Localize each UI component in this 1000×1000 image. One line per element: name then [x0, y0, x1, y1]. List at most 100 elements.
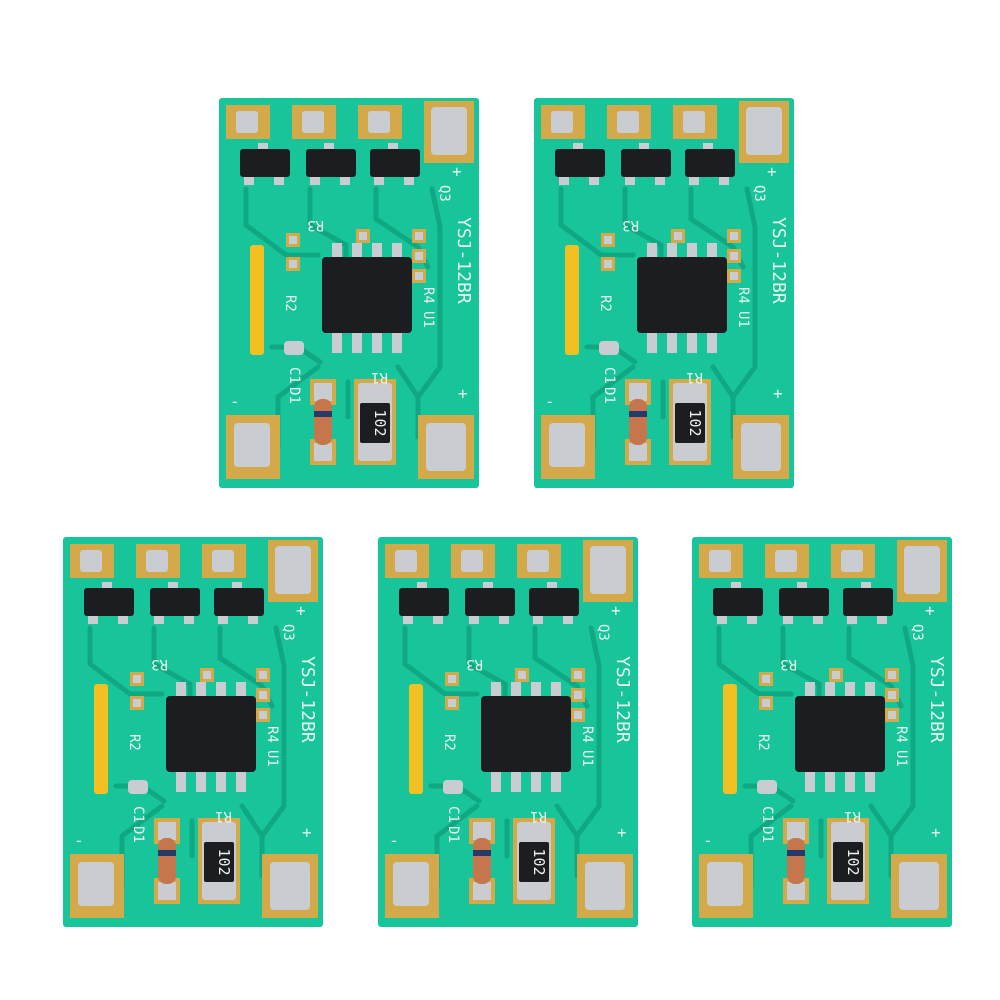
- r4-label: R4: [579, 726, 595, 743]
- r3-label: R3: [780, 656, 797, 672]
- diode: [625, 379, 651, 465]
- pcb-drawing: 102 YSJ-12BR Q3 R3 R2 R4 U1 R1 D1 C1 + +…: [692, 537, 952, 927]
- plus-top-label: +: [925, 601, 935, 620]
- plus-bottom-label: +: [617, 823, 627, 842]
- plus-top-label: +: [452, 162, 462, 181]
- r1-label: R1: [371, 369, 388, 385]
- diode: [154, 818, 180, 904]
- minus-label: -: [74, 831, 84, 850]
- resistor-marking: 102: [215, 848, 233, 875]
- capacitor: [128, 780, 148, 794]
- plus-top-label: +: [611, 601, 621, 620]
- capacitor: [757, 780, 777, 794]
- pcb-drawing: 102 YSJ-12BR Q3 R3 R2 R4 U1 R1 D1 C1 + +…: [534, 98, 794, 488]
- pcb-drawing: 102 YSJ-12BR Q3 R3 R2 R4 U1 R1 D1 C1 + +…: [219, 98, 479, 488]
- q3-label: Q3: [436, 185, 452, 202]
- u1-label: U1: [735, 311, 751, 328]
- resistor-marking: 102: [844, 848, 862, 875]
- r4-label: R4: [735, 287, 751, 304]
- minus-label: -: [703, 831, 713, 850]
- r4-label: R4: [893, 726, 909, 743]
- pcb-board: 102 YSJ-12BR Q3 R3 R2 R4 U1 R1 D1 C1 + +…: [62, 536, 324, 928]
- transistors: [555, 143, 735, 185]
- q3-label: Q3: [909, 624, 925, 641]
- yellow-label: [250, 245, 264, 355]
- model-label: YSJ-12BR: [926, 656, 947, 743]
- ic-chip: [322, 243, 412, 353]
- plus-bottom-label: +: [931, 823, 941, 842]
- model-label: YSJ-12BR: [297, 656, 318, 743]
- plus-bottom-label: +: [458, 384, 468, 403]
- resistor-marking: 102: [530, 848, 548, 875]
- c1-label: C1: [601, 367, 617, 384]
- yellow-label: [723, 684, 737, 794]
- q3-label: Q3: [751, 185, 767, 202]
- model-label: YSJ-12BR: [453, 217, 474, 304]
- model-label: YSJ-12BR: [768, 217, 789, 304]
- r2-label: R2: [282, 295, 298, 312]
- r2-label: R2: [597, 295, 613, 312]
- ic-chip: [637, 243, 727, 353]
- yellow-label: [409, 684, 423, 794]
- r4-label: R4: [264, 726, 280, 743]
- u1-label: U1: [579, 750, 595, 767]
- transistors: [84, 582, 264, 624]
- resistor: 102: [513, 818, 555, 904]
- plus-top-label: +: [296, 601, 306, 620]
- ic-chip: [795, 682, 885, 792]
- resistor-marking: 102: [686, 409, 704, 436]
- minus-label: -: [230, 392, 240, 411]
- pcb-board: 102 YSJ-12BR Q3 R3 R2 R4 U1 R1 D1 C1 + +…: [533, 97, 795, 489]
- transistors: [240, 143, 420, 185]
- resistor: 102: [827, 818, 869, 904]
- pcb-drawing: 102 YSJ-12BR Q3 R3 R2 R4 U1 R1 D1 C1 + +…: [378, 537, 638, 927]
- d1-label: D1: [759, 826, 775, 843]
- capacitor: [284, 341, 304, 355]
- diode: [469, 818, 495, 904]
- smd-pads: [130, 668, 270, 722]
- top-pads: [541, 101, 789, 163]
- ic-chip: [166, 682, 256, 792]
- bottom-pads: [70, 854, 318, 918]
- resistor-marking: 102: [371, 409, 389, 436]
- r3-label: R3: [622, 217, 639, 233]
- bottom-pads: [699, 854, 947, 918]
- d1-label: D1: [130, 826, 146, 843]
- capacitor: [599, 341, 619, 355]
- c1-label: C1: [286, 367, 302, 384]
- r3-label: R3: [307, 217, 324, 233]
- pcb-drawing: 102 YSJ-12BR Q3 R3 R2 R4 U1 R1 D1 C1 + +…: [63, 537, 323, 927]
- c1-label: C1: [759, 806, 775, 823]
- resistor: 102: [354, 379, 396, 465]
- r3-label: R3: [466, 656, 483, 672]
- r1-label: R1: [844, 808, 861, 824]
- r2-label: R2: [441, 734, 457, 751]
- plus-top-label: +: [767, 162, 777, 181]
- top-pads: [226, 101, 474, 163]
- minus-label: -: [545, 392, 555, 411]
- smd-pads: [445, 668, 585, 722]
- pcb-board: 102 YSJ-12BR Q3 R3 R2 R4 U1 R1 D1 C1 + +…: [218, 97, 480, 489]
- resistor: 102: [198, 818, 240, 904]
- r3-label: R3: [151, 656, 168, 672]
- u1-label: U1: [420, 311, 436, 328]
- pcb-board: 102 YSJ-12BR Q3 R3 R2 R4 U1 R1 D1 C1 + +…: [377, 536, 639, 928]
- transistors: [713, 582, 893, 624]
- top-pads: [385, 540, 633, 602]
- silkscreen: YSJ-12BR Q3 R3 R2 R4 U1 R1 D1 C1 + + -: [74, 601, 318, 850]
- yellow-label: [94, 684, 108, 794]
- r2-label: R2: [126, 734, 142, 751]
- transistors: [399, 582, 579, 624]
- bottom-pads: [226, 415, 474, 479]
- smd-pads: [759, 668, 899, 722]
- capacitor: [443, 780, 463, 794]
- top-pads: [699, 540, 947, 602]
- q3-label: Q3: [280, 624, 296, 641]
- diode: [310, 379, 336, 465]
- r2-label: R2: [755, 734, 771, 751]
- silkscreen: YSJ-12BR Q3 R3 R2 R4 U1 R1 D1 C1 + + -: [545, 162, 789, 411]
- plus-bottom-label: +: [773, 384, 783, 403]
- diode: [783, 818, 809, 904]
- r1-label: R1: [530, 808, 547, 824]
- silkscreen: YSJ-12BR Q3 R3 R2 R4 U1 R1 D1 C1 + + -: [389, 601, 633, 850]
